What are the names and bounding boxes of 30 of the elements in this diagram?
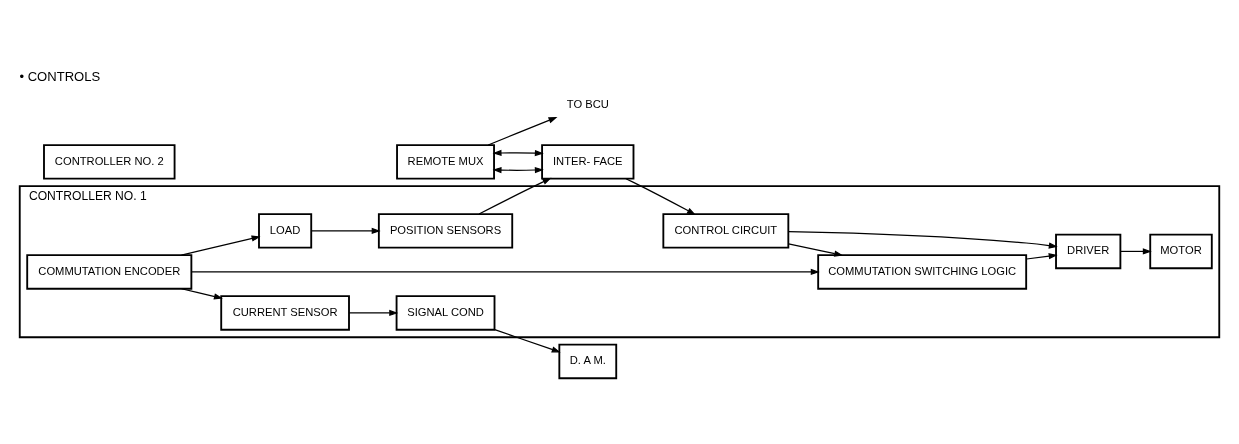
node-box: INTER- FACE [541,143,635,180]
node-box: MOTOR [1149,233,1213,269]
arrow [487,116,558,146]
diagram-title: • CONTROLS [19,68,101,84]
arrow [492,166,544,173]
node-box: REMOTE MUX [396,143,495,180]
node-box: D. A M. [558,343,618,379]
node-box: CONTROLLER NO. 2 [43,143,176,180]
arrow [787,242,844,257]
node-box: CURRENT SENSOR [220,294,350,331]
node-box: SIGNAL COND [395,294,496,331]
arrow [348,309,399,316]
arrow [492,149,544,156]
node-box: DRIVER [1055,233,1122,269]
arrow [1119,247,1152,255]
arrow [180,287,223,300]
node-text: TO BCU [566,97,609,110]
arrow [625,177,696,215]
node-box: POSITION SENSORS [377,212,514,249]
arrow [180,234,261,256]
arrow [494,328,561,352]
arrow [787,230,1058,249]
node-box: LOAD [258,212,313,249]
arrow [310,227,381,234]
arrow [191,268,820,275]
node-box: COMMUTATION SWITCHING LOGIC [817,253,1028,290]
node-box: CONTROL CIRCUIT [662,212,790,249]
arrow [1026,252,1058,260]
node-box: COMMUTATION ENCODER [26,253,193,290]
arrow [478,177,552,215]
